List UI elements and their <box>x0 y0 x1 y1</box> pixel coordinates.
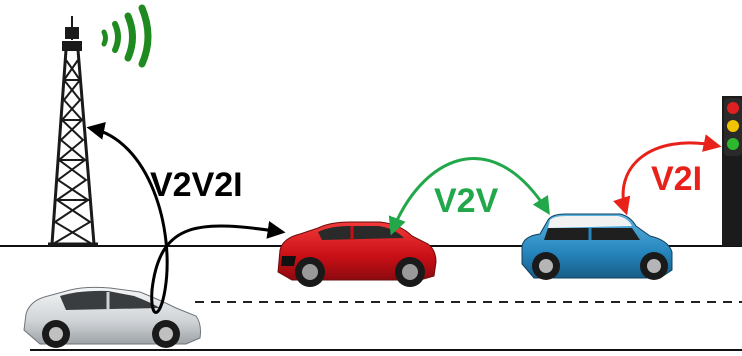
red-car-icon <box>277 221 437 287</box>
silver-car-icon <box>23 286 201 348</box>
blue-car-icon <box>521 213 673 280</box>
label-v2v: V2V <box>434 182 499 220</box>
signal-waves-icon <box>101 4 152 68</box>
v2i-arrow <box>613 134 722 216</box>
cell-tower-icon <box>48 16 98 246</box>
v2v2i-arrow <box>86 122 286 314</box>
label-v2i: V2I <box>651 160 702 198</box>
v2v-arrow <box>388 157 550 236</box>
traffic-light-icon <box>722 96 742 246</box>
label-v2v2i: V2V2I <box>150 166 243 204</box>
